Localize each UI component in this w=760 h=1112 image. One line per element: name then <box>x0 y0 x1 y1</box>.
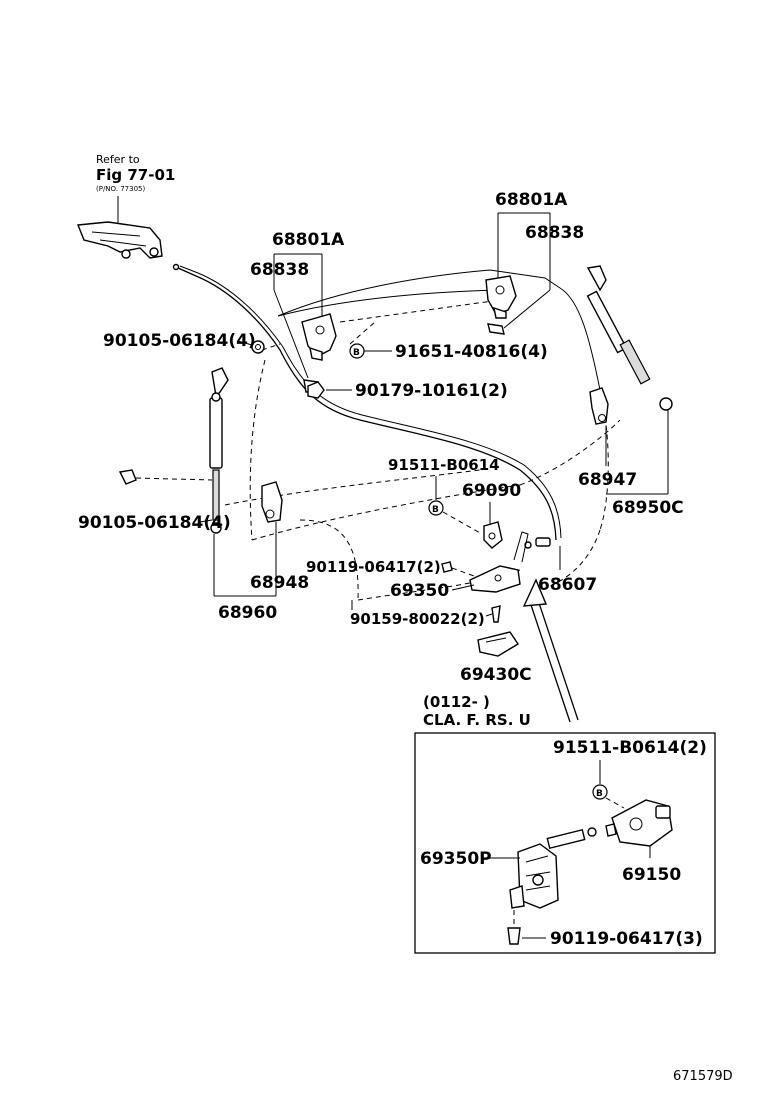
catalog-code: 671579D <box>673 1069 733 1084</box>
inset-screw-part <box>507 927 521 945</box>
inset-label-screw-b: 91511-B0614(2) <box>553 738 707 758</box>
detail-arrow <box>522 578 579 723</box>
lock-right-part <box>485 275 517 319</box>
inset-rod-part <box>546 827 597 850</box>
control-69090-part <box>483 521 503 549</box>
inset-box <box>414 732 716 954</box>
svg-text:B: B <box>353 348 360 358</box>
inset-condition-line1: (0112- ) <box>423 693 490 711</box>
lower-hinge-bracket-ref <box>77 221 163 259</box>
label-lock-assy: 69350 <box>390 581 449 601</box>
label-hinge-right: 68947 <box>578 470 637 490</box>
bolt-80022-part <box>491 605 501 623</box>
refer-label-line1: Refer to <box>96 153 140 166</box>
svg-text:B: B <box>432 505 439 515</box>
hinge-left-part <box>261 481 283 523</box>
label-control-69090: 69090 <box>462 481 521 501</box>
label-bolt-80022: 90159-80022(2) <box>350 610 485 628</box>
inset-label-motor: 69150 <box>622 865 681 885</box>
label-lock-left: 68801A <box>272 230 345 250</box>
label-striker-left: 68838 <box>250 260 309 280</box>
label-bolt-left-lower: 90105-06184(4) <box>78 513 231 533</box>
refer-label-line2: Fig 77-01 <box>96 166 175 184</box>
label-nut-center: 90179-10161(2) <box>355 381 508 401</box>
label-bolt-left-upper: 90105-06184(4) <box>103 331 256 351</box>
inset-b-marker: B <box>592 784 608 800</box>
stay-right-part <box>586 265 673 411</box>
nut-center-part <box>307 381 325 399</box>
lock-assy-69350-part <box>469 531 529 593</box>
label-lock-right: 68801A <box>495 190 568 210</box>
bolt-left-lower-part <box>118 469 137 485</box>
inset-condition-line2: CLA. F. RS. U <box>423 711 531 729</box>
label-stay-right: 68950C <box>612 498 684 518</box>
inset-motor-part <box>605 799 673 847</box>
stay-left-part <box>209 367 229 534</box>
label-stay-left: 68960 <box>218 603 277 623</box>
b-marker-screw: B <box>428 500 444 516</box>
label-screw-b: 91511-B0614 <box>388 456 500 474</box>
b-marker-center: B <box>349 343 365 359</box>
label-striker-69430: 69430C <box>460 665 532 685</box>
label-screw-69350: 90119-06417(2) <box>306 558 441 576</box>
striker-right-part <box>487 323 505 335</box>
release-cable <box>172 263 562 549</box>
back-door-outline <box>224 269 621 601</box>
label-hinge-left: 68948 <box>250 573 309 593</box>
hinge-right-part <box>589 387 609 425</box>
lock-left-part <box>301 313 337 361</box>
label-striker-right: 68838 <box>525 223 584 243</box>
striker-69430-part <box>477 631 519 657</box>
refer-label-line3: (P/NO. 77305) <box>96 185 145 193</box>
inset-label-lock-assy: 69350P <box>420 849 492 869</box>
bolt-left-upper-part <box>251 340 265 354</box>
label-cable: 68607 <box>538 575 597 595</box>
svg-text:B: B <box>596 789 603 799</box>
label-bolt-b-center: 91651-40816(4) <box>395 342 548 362</box>
screw-69350-part <box>441 561 453 573</box>
inset-lock-assy-part <box>509 843 559 909</box>
inset-label-screw: 90119-06417(3) <box>550 929 703 949</box>
